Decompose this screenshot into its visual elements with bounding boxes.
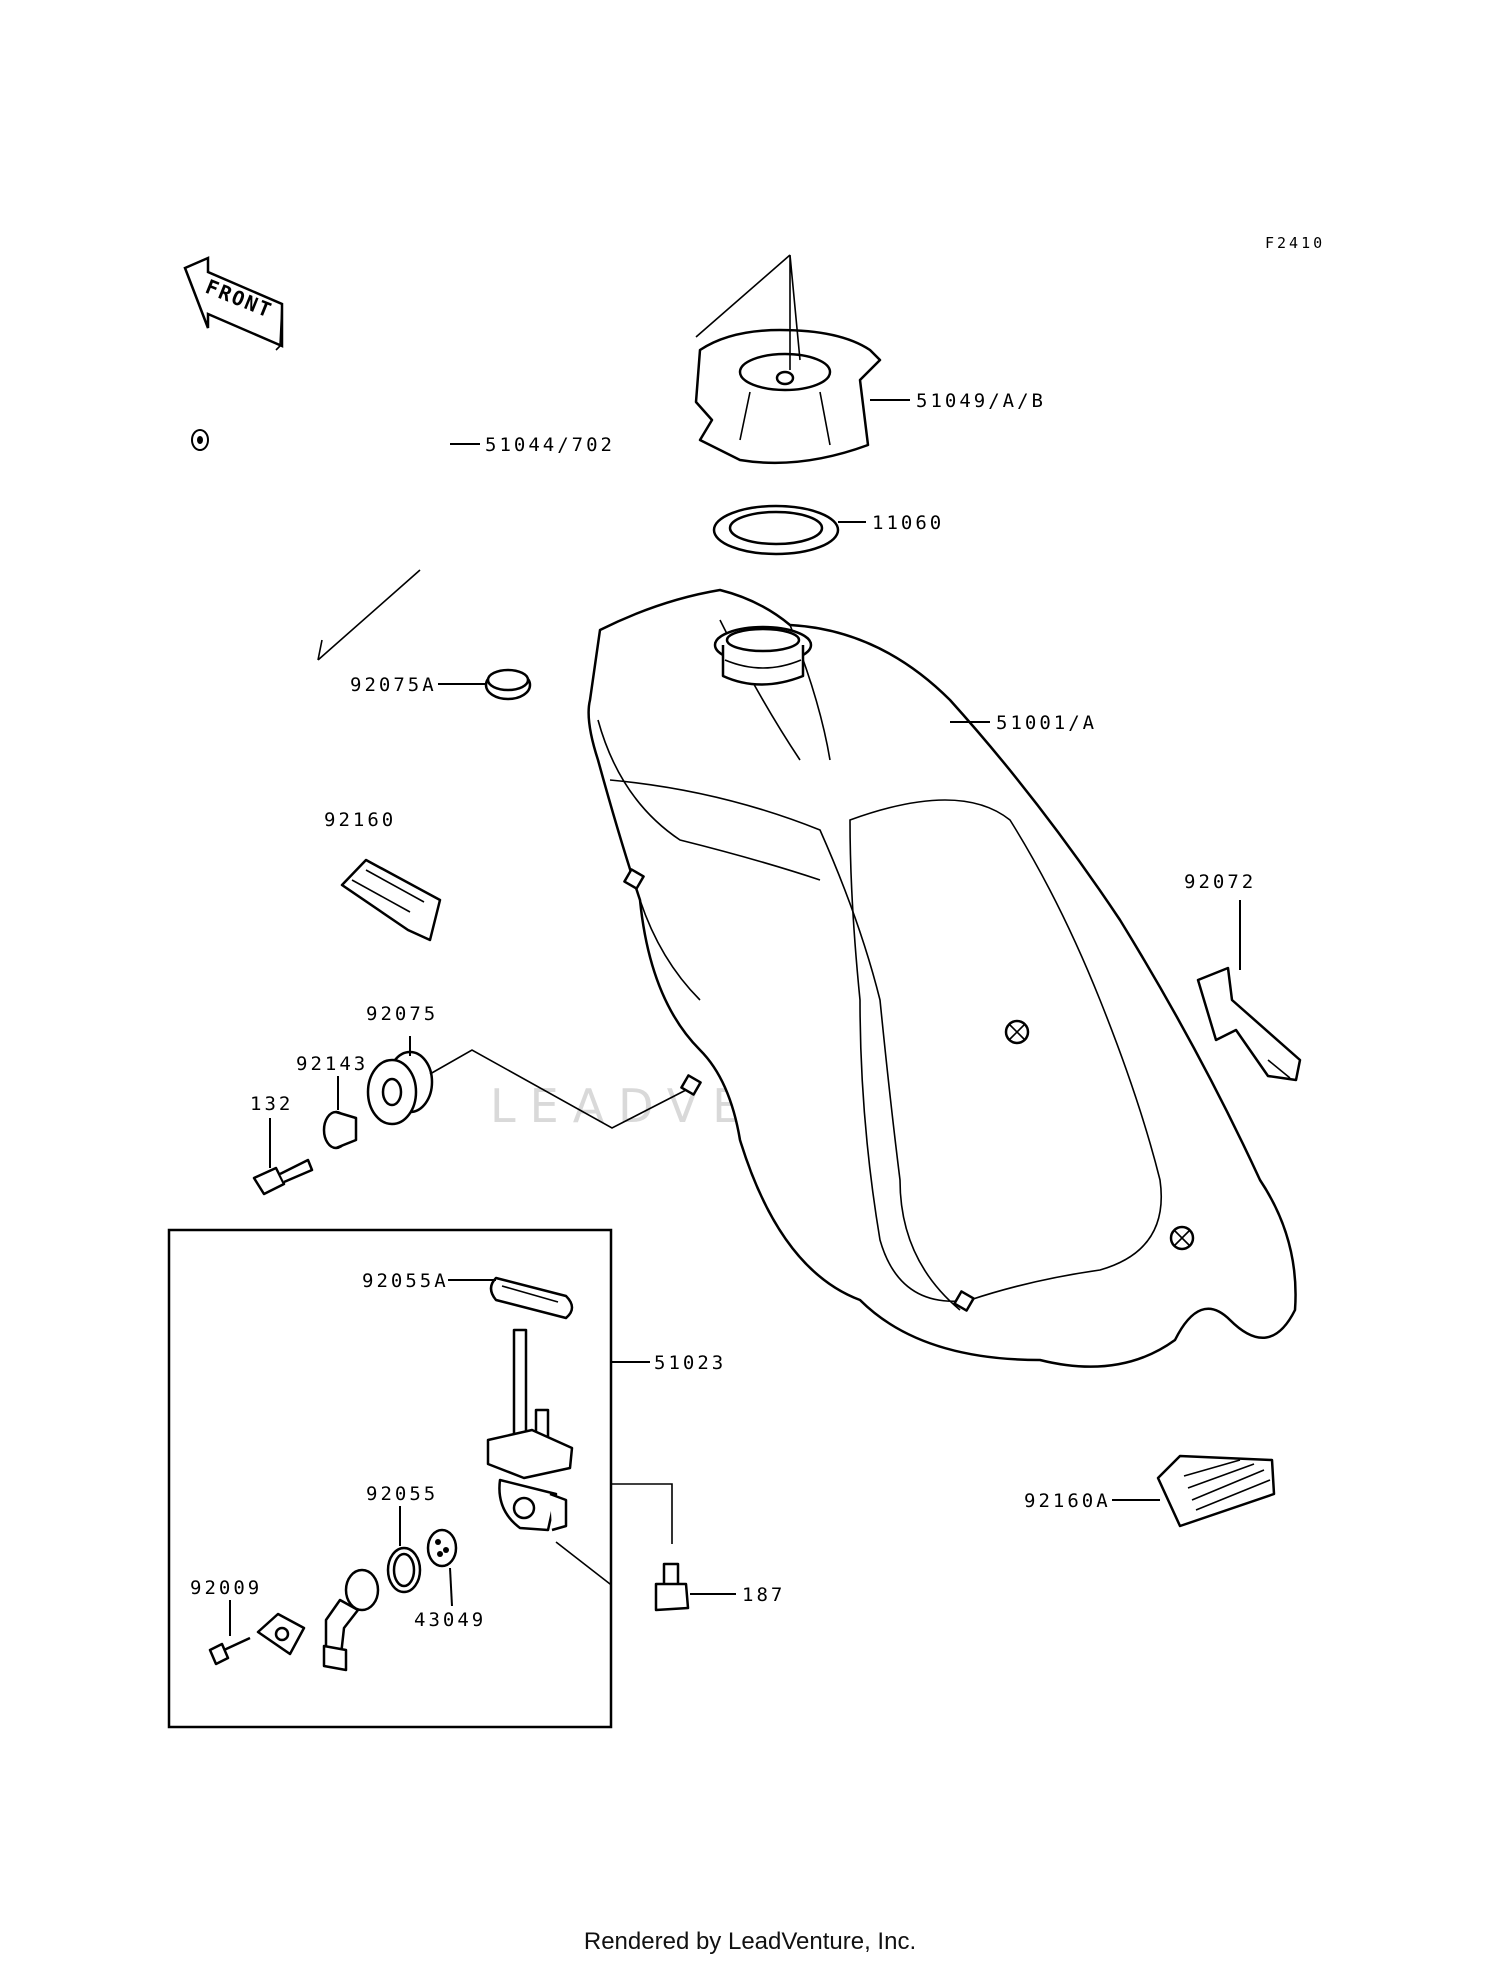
label-92055A: 92055A <box>362 1270 449 1292</box>
collar-92143 <box>322 1110 358 1150</box>
label-51001: 51001/A <box>996 712 1097 734</box>
label-11060: 11060 <box>872 512 944 534</box>
breather-hose <box>190 350 467 650</box>
grommet-92075 <box>366 1050 434 1126</box>
label-43049: 43049 <box>414 1609 486 1631</box>
footer-credit: Rendered by LeadVenture, Inc. <box>583 1928 917 1955</box>
figure-code: F2410 <box>1265 234 1325 252</box>
label-92160: 92160 <box>324 809 396 831</box>
tank-plug <box>484 668 532 701</box>
fuel-cock <box>486 1328 574 1532</box>
fuel-cock-group-box <box>167 1228 613 1729</box>
label-187: 187 <box>742 1584 785 1606</box>
label-132: 132 <box>250 1093 293 1115</box>
screw-92009 <box>208 1636 251 1666</box>
gasket-92055A <box>489 1276 574 1320</box>
pad-92160 <box>340 858 442 942</box>
bolt-132 <box>252 1158 314 1196</box>
fuel-cap <box>694 328 882 465</box>
label-92055: 92055 <box>366 1483 438 1505</box>
label-51049: 51049/A/B <box>916 390 1046 412</box>
front-arrow-icon: FRONT <box>183 256 284 351</box>
fuel-tank <box>587 588 1297 1368</box>
label-92075A: 92075A <box>350 674 437 696</box>
label-92075: 92075 <box>366 1003 438 1025</box>
label-92072: 92072 <box>1184 871 1256 893</box>
strap-92072 <box>1196 966 1302 1082</box>
label-51044: 51044/702 <box>485 434 615 456</box>
pad-92160A <box>1156 1454 1276 1528</box>
cap-gasket <box>712 504 840 556</box>
fuel-cock-lever <box>322 1568 380 1672</box>
label-92160A: 92160A <box>1024 1490 1111 1512</box>
label-92009: 92009 <box>190 1577 262 1599</box>
lever-cover-plate <box>256 1612 306 1656</box>
label-92143: 92143 <box>296 1053 368 1075</box>
label-51023: 51023 <box>654 1352 726 1374</box>
bolt-187 <box>654 1562 690 1612</box>
diaphragm-43049 <box>426 1528 458 1568</box>
